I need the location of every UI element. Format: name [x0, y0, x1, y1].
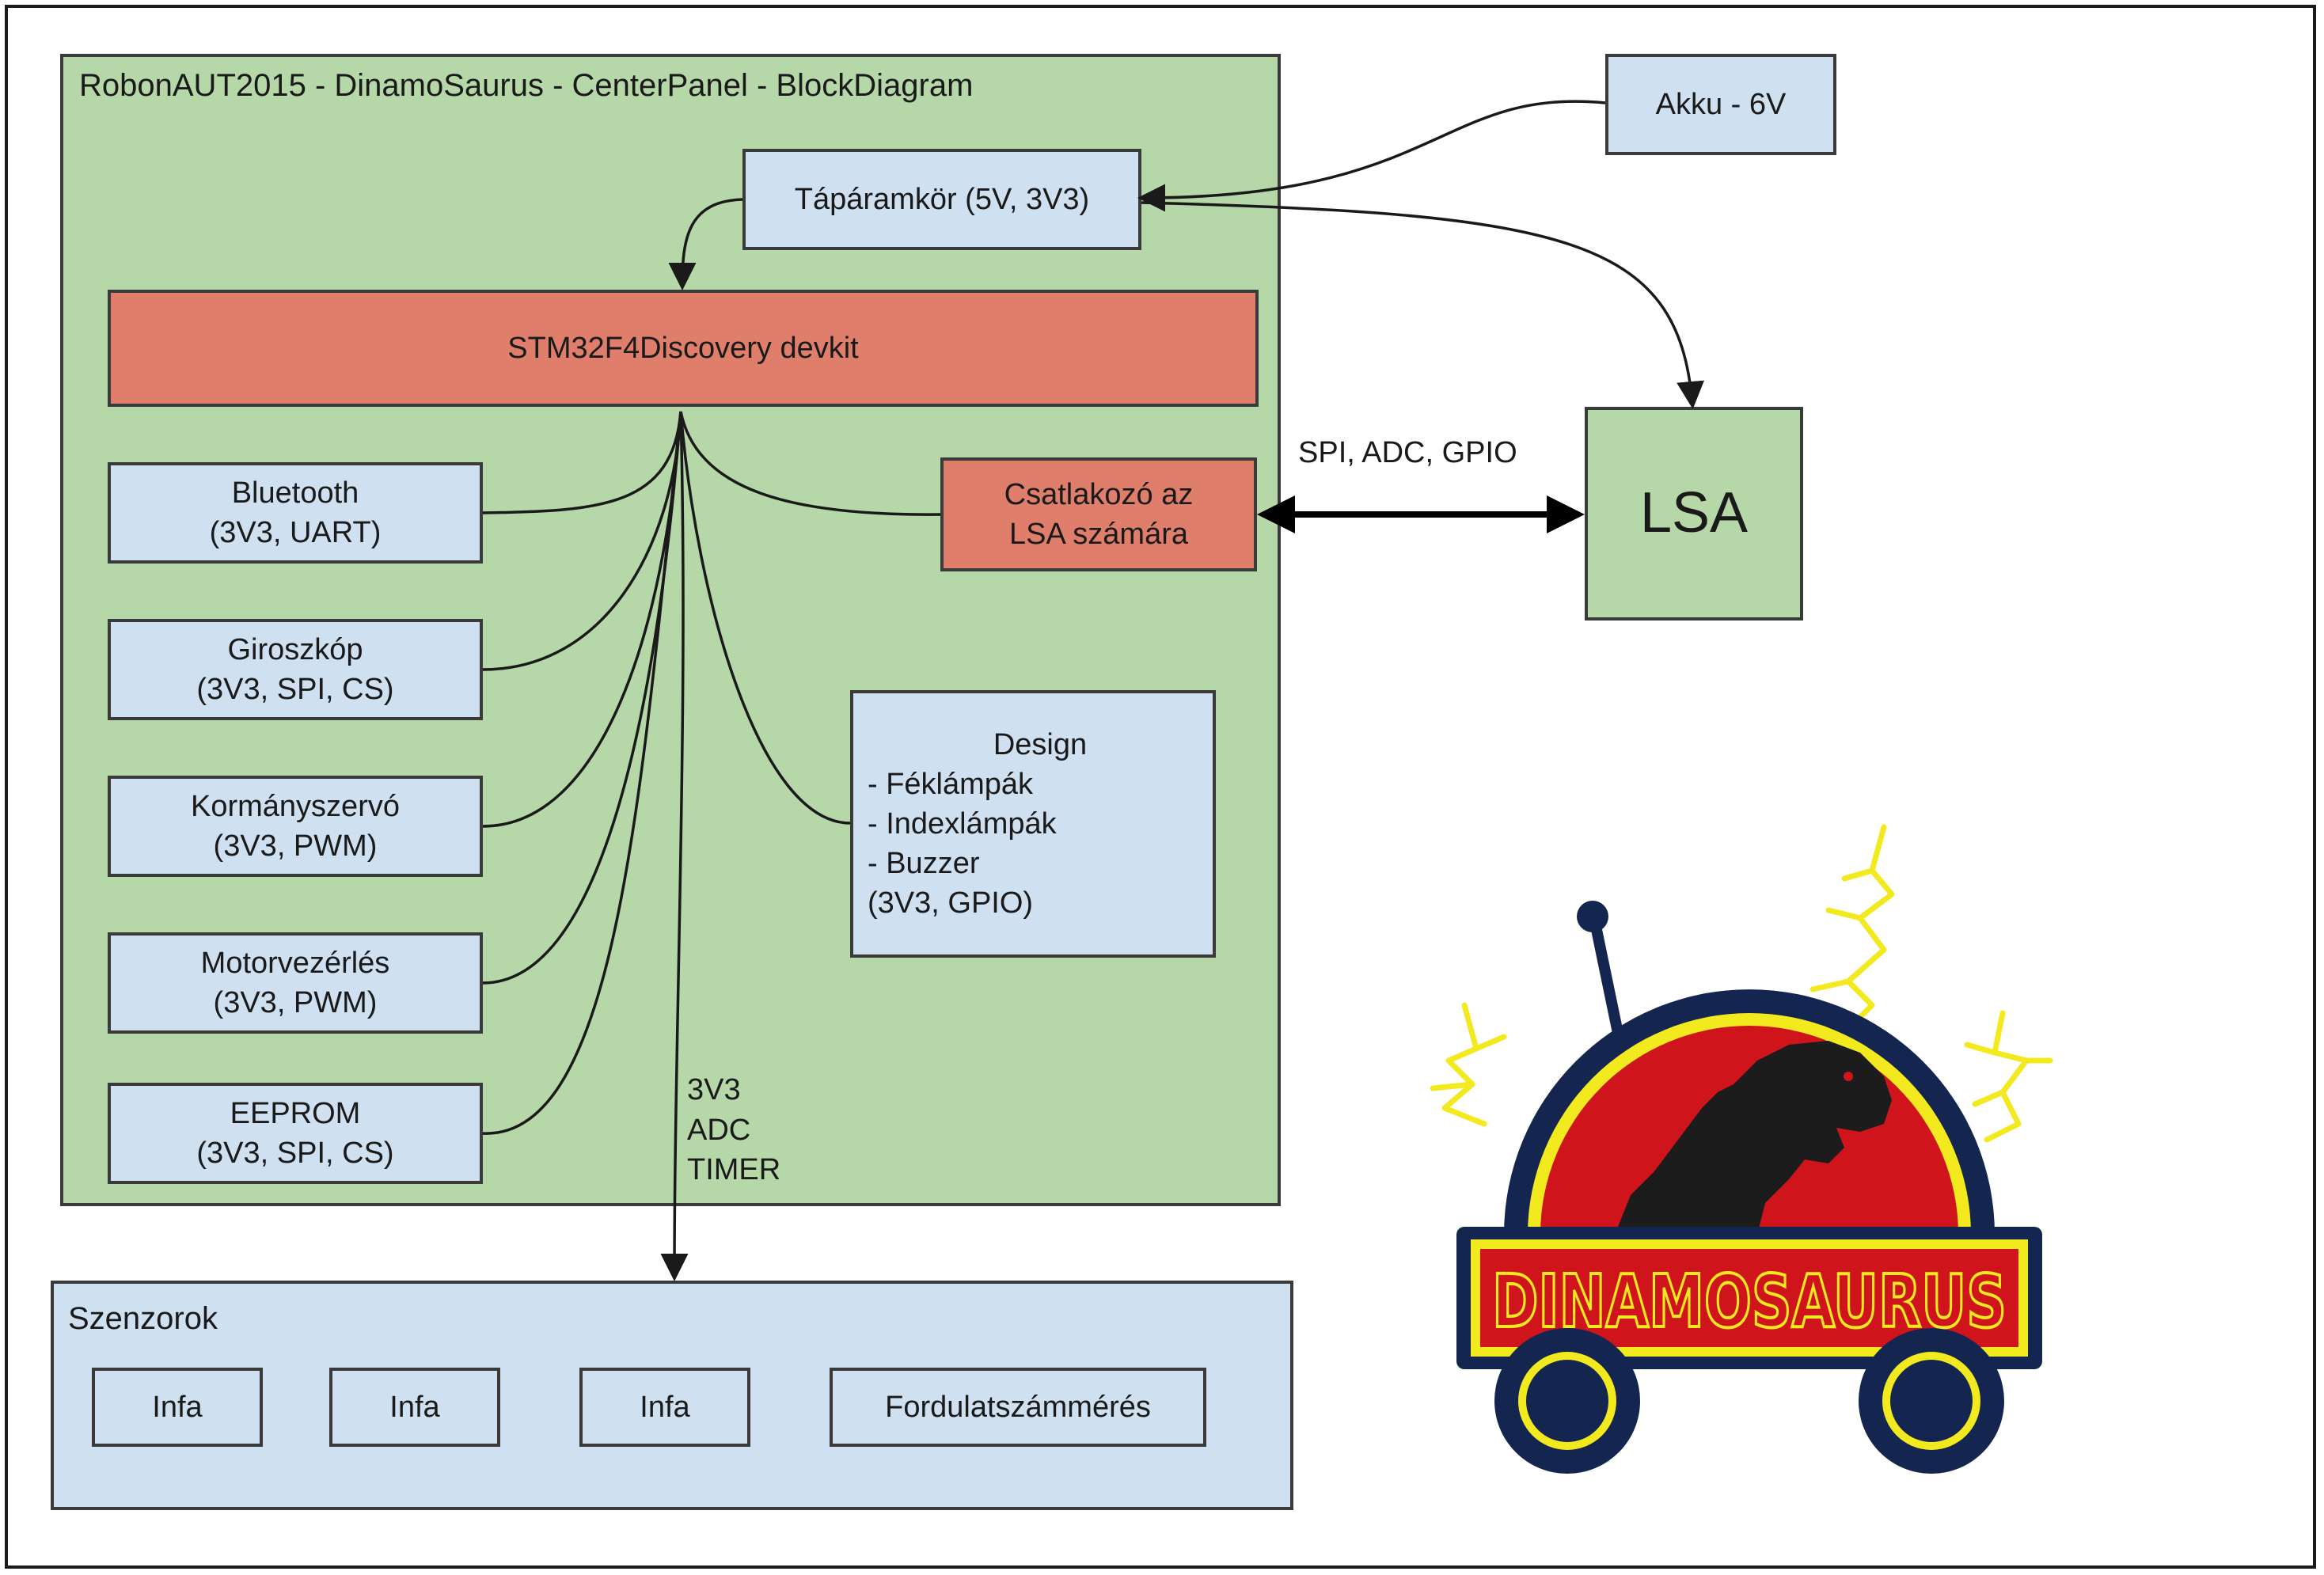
- module-name: Bluetooth: [231, 476, 359, 510]
- lightning-icon: [1430, 824, 2053, 1143]
- design-spec: (3V3, GPIO): [868, 886, 1034, 920]
- module-gyroscope[interactable]: Giroszkóp (3V3, SPI, CS): [108, 619, 483, 720]
- battery-label: Akku - 6V: [1655, 87, 1787, 121]
- design-box[interactable]: Design - Féklámpák - Indexlámpák - Buzze…: [850, 690, 1216, 958]
- dinosaur-icon: [1615, 1041, 1892, 1235]
- lsa-connector-box[interactable]: Csatlakozó az LSA számára: [940, 457, 1257, 571]
- connector-line1: Csatlakozó az: [1004, 477, 1194, 511]
- sensor-label: Fordulatszámmérés: [885, 1390, 1151, 1424]
- wheel-left-icon: [1494, 1328, 1640, 1474]
- sensor-label: Infa: [640, 1390, 690, 1424]
- module-motor-control[interactable]: Motorvezérlés (3V3, PWM): [108, 932, 483, 1034]
- design-item: - Féklámpák: [868, 767, 1034, 801]
- module-spec: (3V3, SPI, CS): [196, 673, 394, 706]
- module-spec: (3V3, SPI, CS): [196, 1137, 394, 1170]
- sensors-title: Szenzorok: [68, 1301, 218, 1336]
- wheel-right-icon: [1859, 1328, 2004, 1474]
- dinamosaurus-logo: DINAMOSAURUS: [1430, 824, 2053, 1474]
- battery-box[interactable]: Akku - 6V: [1605, 54, 1836, 155]
- power-supply-box[interactable]: Tápáramkör (5V, 3V3): [742, 149, 1141, 250]
- mcu-box[interactable]: STM32F4Discovery devkit: [108, 290, 1259, 407]
- logo-text: DINAMOSAURUS: [1492, 1259, 2007, 1344]
- sensor-label: Infa: [389, 1390, 440, 1424]
- sensor-infra-3[interactable]: Infa: [579, 1368, 750, 1447]
- lsa-link-label: SPI, ADC, GPIO: [1298, 436, 1517, 469]
- module-name: Giroszkóp: [227, 632, 363, 666]
- module-spec: (3V3, PWM): [213, 829, 378, 863]
- module-spec: (3V3, PWM): [213, 986, 378, 1019]
- module-name: Motorvezérlés: [200, 946, 390, 980]
- design-title: Design: [993, 727, 1088, 761]
- power-supply-label: Tápáramkör (5V, 3V3): [794, 182, 1090, 216]
- lsa-box[interactable]: LSA: [1585, 407, 1803, 621]
- design-item: - Buzzer: [868, 847, 980, 881]
- design-item: - Indexlámpák: [868, 806, 1057, 841]
- sensor-infra-2[interactable]: Infa: [329, 1368, 500, 1447]
- module-name: Kormányszervó: [191, 789, 400, 823]
- lsa-label: LSA: [1639, 481, 1749, 545]
- connector-line2: LSA számára: [1009, 518, 1188, 551]
- bus-line1: 3V3: [687, 1073, 741, 1106]
- module-steering-servo[interactable]: Kormányszervó (3V3, PWM): [108, 776, 483, 877]
- module-spec: (3V3, UART): [209, 516, 382, 549]
- mcu-label: STM32F4Discovery devkit: [507, 331, 859, 365]
- module-eeprom[interactable]: EEPROM (3V3, SPI, CS): [108, 1083, 483, 1184]
- bus-line2: ADC: [687, 1113, 751, 1147]
- bus-line3: TIMER: [687, 1153, 781, 1187]
- panel-title: RobonAUT2015 - DinamoSaurus - CenterPane…: [79, 68, 974, 103]
- module-name: EEPROM: [230, 1096, 361, 1130]
- antenna: [1589, 917, 1624, 1042]
- sensor-infra-1[interactable]: Infa: [92, 1368, 263, 1447]
- sensor-rpm[interactable]: Fordulatszámmérés: [830, 1368, 1206, 1447]
- bus-label: 3V3 ADC TIMER: [687, 1070, 780, 1190]
- sensor-label: Infa: [152, 1390, 203, 1424]
- antenna-ball: [1577, 901, 1608, 932]
- diagram-frame: [5, 5, 2316, 1569]
- module-bluetooth[interactable]: Bluetooth (3V3, UART): [108, 462, 483, 564]
